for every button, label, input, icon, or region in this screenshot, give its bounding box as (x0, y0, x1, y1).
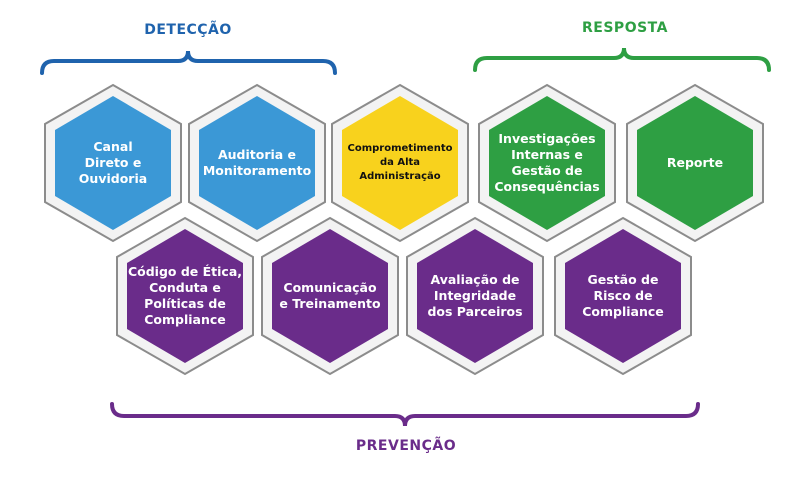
resposta-label: RESPOSTA (582, 20, 668, 36)
hex-avaliacao (406, 216, 544, 376)
codigo-text: Código de Ética, Conduta e Políticas de … (127, 264, 243, 327)
hex-canal (44, 83, 182, 243)
hex-comprometimento (331, 83, 469, 243)
deteccao-bracket (40, 50, 337, 75)
canal-text: Canal Direto e Ouvidoria (78, 139, 148, 186)
hex-comunicacao (261, 216, 399, 376)
prevencao-bracket (110, 402, 700, 427)
hex-investigacoes (478, 83, 616, 243)
deteccao-label: DETECÇÃO (144, 22, 232, 38)
comprometimento-text: Comprometimento da Alta Administração (347, 143, 453, 182)
investigacoes-text: Investigações Internas e Gestão de Conse… (494, 131, 600, 194)
reporte-text: Reporte (666, 155, 724, 170)
gestao-risco-text: Gestão de Risco de Compliance (582, 272, 664, 319)
comunicacao-text: Comunicação e Treinamento (279, 280, 381, 311)
hex-reporte (626, 83, 764, 243)
avaliacao-text: Avaliação de Integridade dos Parceiros (427, 272, 523, 319)
hex-gestao-risco (554, 216, 692, 376)
hex-auditoria (188, 83, 326, 243)
resposta-bracket (473, 47, 771, 72)
prevencao-label: PREVENÇÃO (355, 438, 457, 454)
auditoria-text: Auditoria e Monitoramento (202, 147, 312, 178)
hex-codigo (116, 216, 254, 376)
